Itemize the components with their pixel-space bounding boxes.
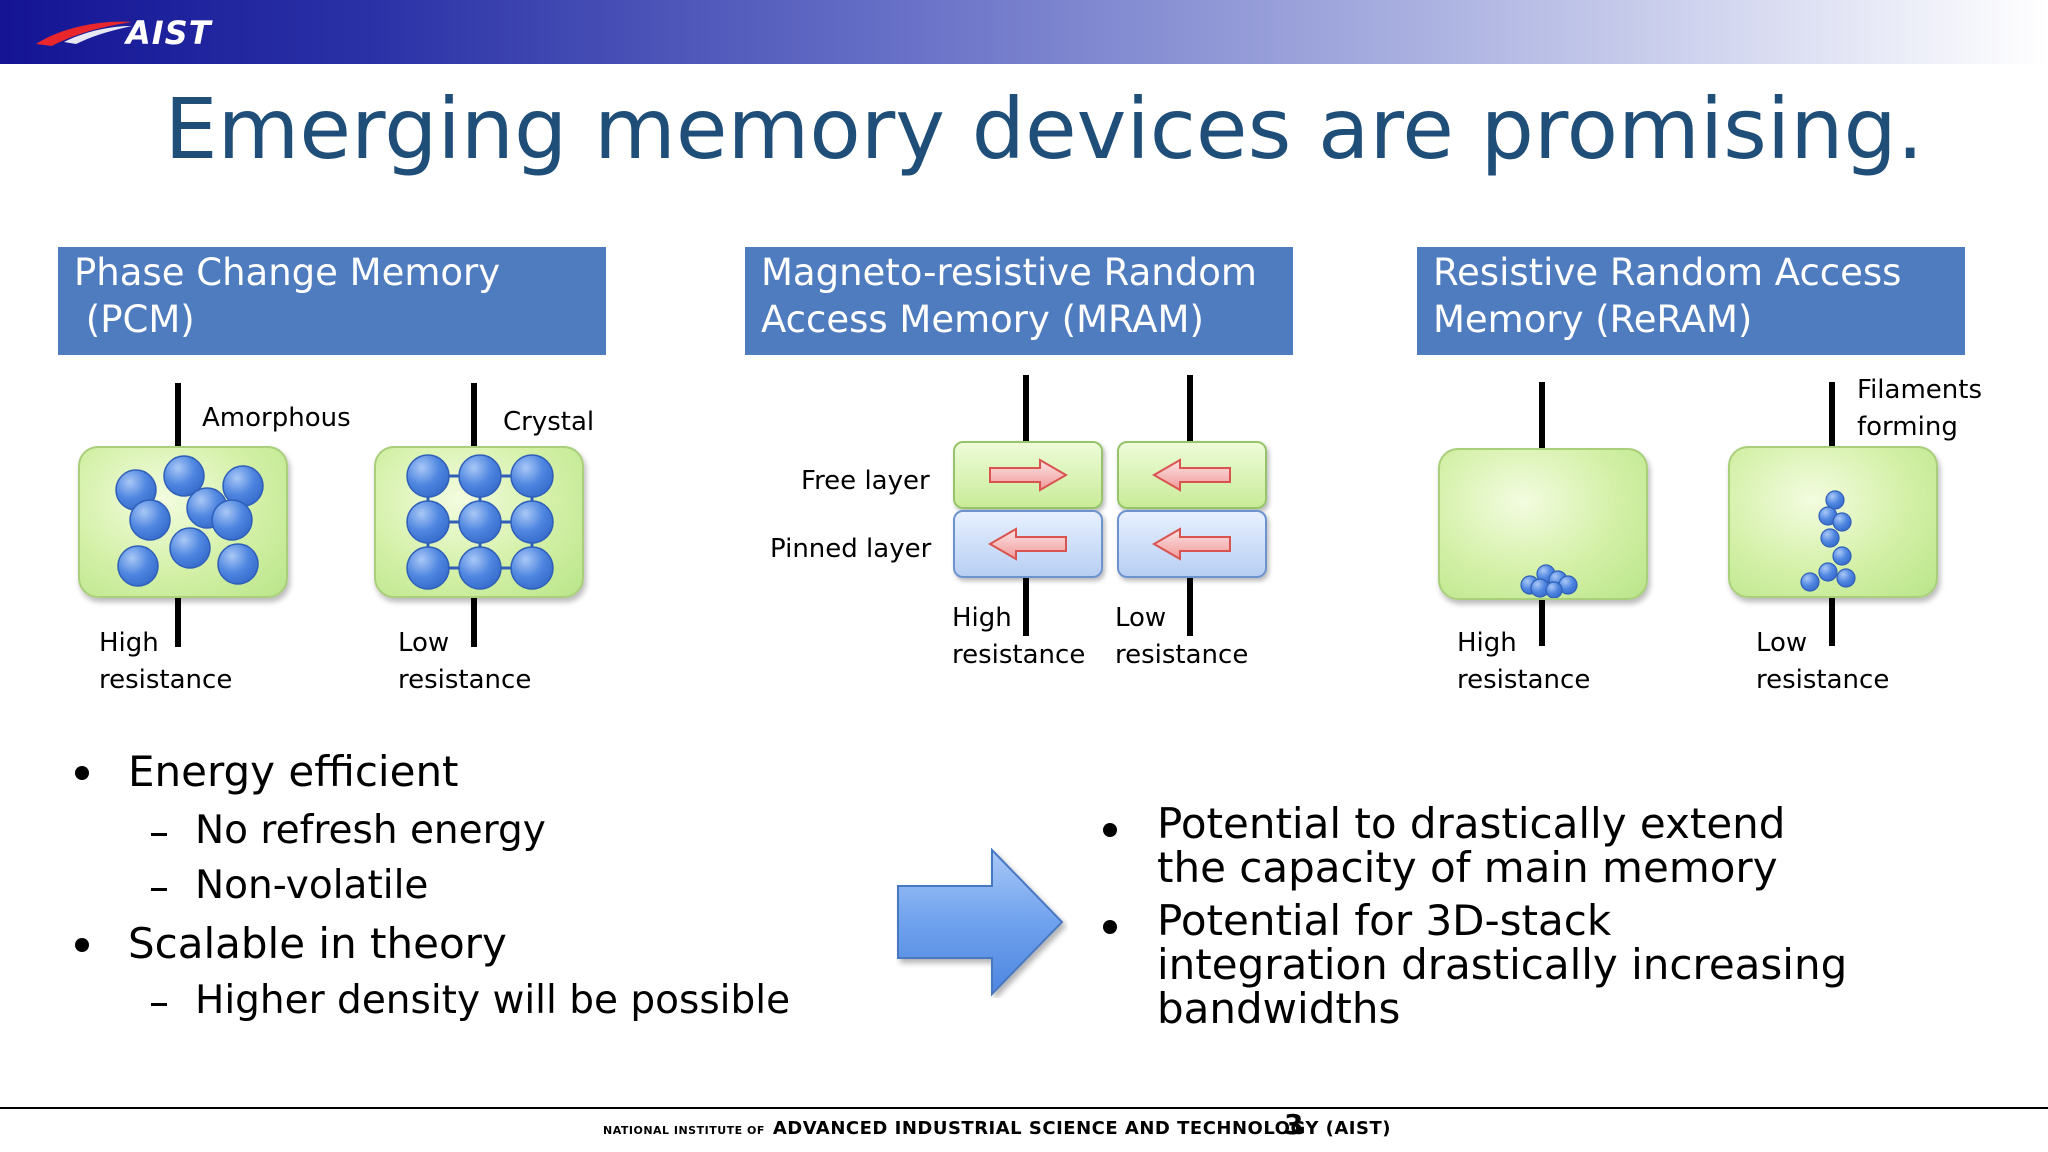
bullet-dot <box>75 766 89 780</box>
bullet-dot <box>1103 920 1117 934</box>
label-line: Low <box>398 628 450 658</box>
reram-title-line2: Memory (ReRAM) <box>1433 298 1753 341</box>
mram-right-bottom-wire <box>1187 578 1193 636</box>
label-line: Low <box>1115 603 1167 633</box>
pcm-high-resistance-label: High resistance <box>99 625 232 699</box>
mram-low-pinned-layer <box>1117 510 1267 578</box>
reram-title-line1: Resistive Random Access <box>1433 251 1902 294</box>
mram-pinned-layer-label: Pinned layer <box>770 534 932 564</box>
left-arrow-icon <box>988 527 1067 561</box>
bullet-dot <box>1103 823 1117 837</box>
filament-forming-icon <box>1800 490 1856 592</box>
pcm-crystal-cell <box>374 446 584 598</box>
bullet-dash <box>151 833 167 836</box>
pcm-left-top-wire <box>175 383 181 446</box>
page-number: 3 <box>1284 1108 1304 1141</box>
filament-cluster-icon <box>1520 564 1578 598</box>
footer-name: ADVANCED INDUSTRIAL SCIENCE AND TECHNOLO… <box>772 1118 1391 1139</box>
mram-free-layer-label: Free layer <box>801 466 930 496</box>
bullet-line: the capacity of main memory <box>1157 843 1778 892</box>
label-line: Filaments <box>1857 375 1982 405</box>
label-line: resistance <box>1756 665 1890 695</box>
crystal-lattice-icon <box>406 454 554 590</box>
footer-divider <box>0 1107 2048 1109</box>
pcm-left-bottom-wire <box>175 597 181 647</box>
mram-title-line1: Magneto-resistive Random <box>761 251 1257 294</box>
pcm-title-line1: Phase Change Memory <box>74 251 501 294</box>
right-arrow-icon <box>897 848 1064 997</box>
mram-low-free-layer <box>1117 441 1267 509</box>
bullet-dash <box>151 888 167 891</box>
bullet-energy-efficient: Energy efficient <box>128 747 459 796</box>
reram-right-bottom-wire <box>1829 596 1835 646</box>
bullet-dash <box>151 1003 167 1006</box>
mram-high-pinned-layer <box>953 510 1103 578</box>
label-line: resistance <box>1115 640 1249 670</box>
footer-prefix: NATIONAL INSTITUTE OF <box>603 1124 765 1137</box>
pcm-title-line2: (PCM) <box>74 298 195 341</box>
left-arrow-icon <box>1152 458 1231 492</box>
aist-logo: AIST <box>34 12 254 54</box>
reram-right-top-wire <box>1829 382 1835 446</box>
pcm-right-top-wire <box>471 383 477 446</box>
label-line: resistance <box>99 665 233 695</box>
reram-header: Resistive Random Access Memory (ReRAM) <box>1417 247 1965 355</box>
label-line: resistance <box>398 665 532 695</box>
label-line: Low <box>1756 628 1808 658</box>
label-line: resistance <box>952 640 1086 670</box>
pcm-header: Phase Change Memory (PCM) <box>58 247 606 355</box>
mram-left-bottom-wire <box>1023 578 1029 636</box>
bullet-3d-stack: Potential for 3D-stack integration drast… <box>1157 899 1847 1031</box>
pcm-right-bottom-wire <box>471 597 477 647</box>
reram-low-resistance-label: Low resistance <box>1756 625 1889 699</box>
reram-low-resistance-cell <box>1728 446 1938 598</box>
bullet-line: integration drastically increasing <box>1157 940 1848 989</box>
sub-bullet-higher-density: Higher density will be possible <box>195 978 791 1023</box>
aist-swoosh-icon <box>36 21 132 46</box>
left-arrow-icon <box>1152 527 1231 561</box>
label-line: High <box>952 603 1012 633</box>
reram-left-top-wire <box>1539 382 1545 448</box>
reram-filaments-forming-label: Filaments forming <box>1857 372 1982 446</box>
mram-title-line2: Access Memory (MRAM) <box>761 298 1204 341</box>
bullet-scalable: Scalable in theory <box>128 919 507 968</box>
mram-low-resistance-label: Low resistance <box>1115 600 1248 674</box>
label-line: forming <box>1857 412 1958 442</box>
amorphous-atoms-icon <box>115 455 264 587</box>
reram-high-resistance-cell <box>1438 448 1648 600</box>
bullet-capacity: Potential to drastically extend the capa… <box>1157 802 1785 890</box>
pcm-amorphous-label: Amorphous <box>202 403 351 433</box>
bullet-line: bandwidths <box>1157 984 1401 1033</box>
reram-high-resistance-label: High resistance <box>1457 625 1590 699</box>
mram-right-top-wire <box>1187 375 1193 441</box>
reram-left-bottom-wire <box>1539 596 1545 646</box>
page-title: Emerging memory devices are promising. <box>164 80 1924 178</box>
logo-text: AIST <box>126 14 212 52</box>
mram-left-top-wire <box>1023 375 1029 441</box>
footer-institute: NATIONAL INSTITUTE OF ADVANCED INDUSTRIAL… <box>603 1118 1391 1139</box>
top-banner: AIST <box>0 0 2048 64</box>
right-arrow-icon <box>989 458 1068 492</box>
bullet-dot <box>75 938 89 952</box>
pcm-crystal-label: Crystal <box>503 407 595 437</box>
sub-bullet-non-volatile: Non-volatile <box>195 863 429 908</box>
bullet-line: Potential to drastically extend <box>1157 799 1786 848</box>
pcm-low-resistance-label: Low resistance <box>398 625 531 699</box>
pcm-amorphous-cell <box>78 446 288 598</box>
bullet-line: Potential for 3D-stack <box>1157 896 1612 945</box>
label-line: High <box>1457 628 1517 658</box>
mram-high-resistance-label: High resistance <box>952 600 1085 674</box>
label-line: resistance <box>1457 665 1591 695</box>
mram-header: Magneto-resistive Random Access Memory (… <box>745 247 1293 355</box>
sub-bullet-no-refresh: No refresh energy <box>195 808 546 853</box>
mram-high-free-layer <box>953 441 1103 509</box>
label-line: High <box>99 628 159 658</box>
